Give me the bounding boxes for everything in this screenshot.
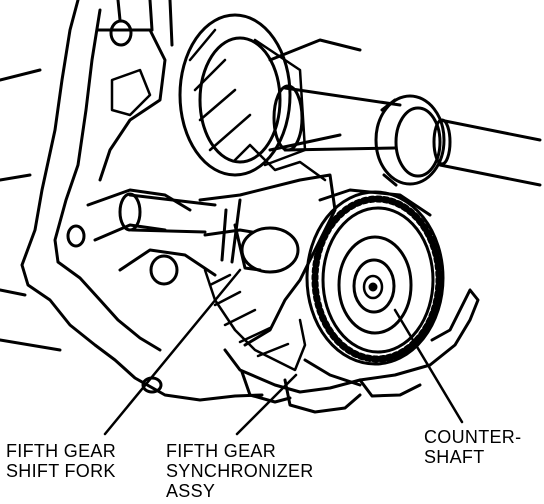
output-shaft xyxy=(272,84,542,187)
label-line: FIFTH GEAR xyxy=(6,441,116,461)
shift-rail xyxy=(118,192,217,234)
leader-synchronizer xyxy=(235,373,298,436)
leader-shift-fork xyxy=(103,268,242,436)
label-fifth-gear-synchronizer-assy: FIFTH GEAR SYNCHRONIZER ASSY xyxy=(166,441,314,501)
leader-countershaft xyxy=(393,308,464,424)
label-line: SHIFT FORK xyxy=(6,461,116,481)
label-countershaft: COUNTER- SHAFT xyxy=(424,427,521,467)
label-fifth-gear-shift-fork: FIFTH GEAR SHIFT FORK xyxy=(6,441,116,481)
transmission-case xyxy=(0,0,264,402)
label-line: FIFTH GEAR xyxy=(166,441,276,461)
countershaft-gear xyxy=(303,188,445,387)
label-line: COUNTER- xyxy=(424,427,522,447)
label-line: SHAFT xyxy=(424,447,485,467)
label-line: ASSY xyxy=(166,481,216,501)
label-line: SYNCHRONIZER xyxy=(166,461,314,481)
leader-lines xyxy=(103,268,464,436)
synchronizer-gear xyxy=(203,143,327,372)
